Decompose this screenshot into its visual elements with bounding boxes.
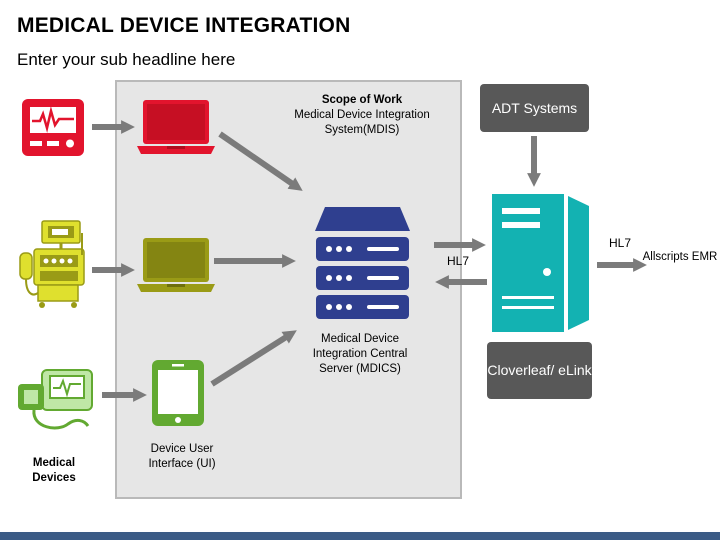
server-tower-icon (492, 194, 589, 332)
arrow-laptop1-to-server (218, 131, 303, 191)
scope-subtitle: Medical Device Integration System(MDIS) (294, 109, 430, 136)
hl7-label-left: HL7 (446, 254, 469, 268)
laptop-icon-olive (137, 238, 215, 292)
page-title: MEDICAL DEVICE INTEGRATION (17, 14, 351, 37)
central-server-icon (315, 207, 410, 319)
ecg-portable-device-icon (18, 369, 93, 430)
medical-devices-label: Medical Devices (32, 457, 76, 484)
allscripts-emr-label: Allscripts EMR (642, 251, 718, 263)
adt-systems-box: ADT Systems (480, 84, 589, 132)
arrow-tablet-to-server (210, 330, 297, 387)
tablet-icon (152, 360, 204, 426)
scope-title: Scope of Work (321, 94, 403, 106)
footer-bar (0, 532, 720, 540)
mdics-label: Medical Device Integration Central Serve… (312, 333, 408, 375)
laptop-icon-red (137, 100, 215, 154)
device-ui-label: Device User Interface (UI) (148, 443, 216, 470)
page-subtitle: Enter your sub headline here (17, 50, 236, 69)
anesthesia-machine-icon (19, 220, 85, 308)
hl7-label-right: HL7 (608, 236, 631, 250)
monitor-device-icon (22, 99, 84, 156)
cloverleaf-elink-box: Cloverleaf/ eLink (487, 342, 592, 399)
